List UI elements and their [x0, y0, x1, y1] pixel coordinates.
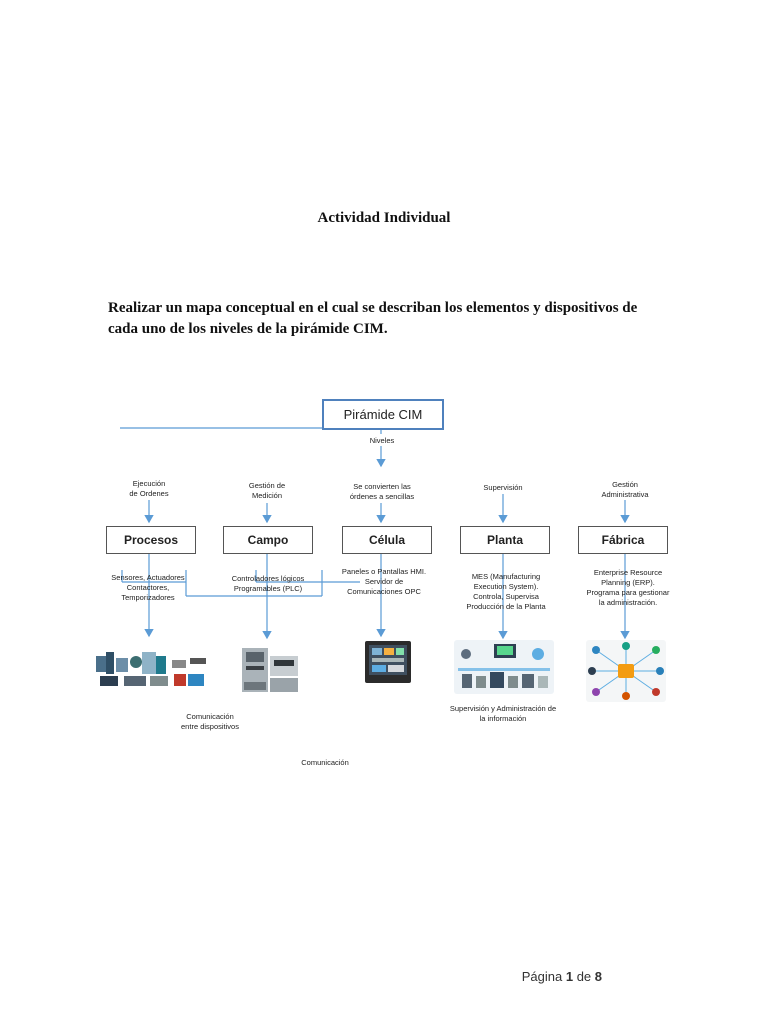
devices-campo: Controladores lógicos Programables (PLC)	[218, 574, 318, 594]
label-line: Supervisión	[483, 483, 523, 492]
label-line: entre dispositivos	[181, 722, 239, 731]
label-line: Paneles o Pantallas HMI.	[341, 567, 427, 576]
page-footer: Página 1 de 8	[522, 969, 602, 984]
label-line: Execution System).	[473, 582, 539, 591]
label-line: la administración.	[598, 598, 658, 607]
label-line: Administrativa	[601, 490, 649, 499]
label-line: Medición	[251, 491, 282, 500]
label-line: Supervisión y Administración de	[449, 704, 557, 713]
label-line: MES (Manufacturing	[471, 572, 541, 581]
label-line: Comunicaciones OPC	[347, 587, 421, 596]
level-box-campo: Campo	[223, 526, 313, 554]
level-box-procesos: Procesos	[106, 526, 196, 554]
label-line: Servidor de	[364, 577, 404, 586]
label-line: Controladores lógicos	[231, 574, 305, 583]
function-campo: Gestión de Medición	[222, 481, 312, 501]
erp-diagram-image	[586, 640, 666, 702]
label-line: Enterprise Resource	[593, 568, 663, 577]
label-line: Programa para gestionar	[586, 588, 670, 597]
label-line: Sensores, Actuadores	[111, 573, 185, 582]
page-number: 1	[565, 969, 574, 984]
label-line: Se convierten las	[353, 482, 411, 491]
instruction-text: Realizar un mapa conceptual en el cual s…	[108, 298, 668, 340]
label-line: Gestión de	[248, 481, 286, 490]
label-line: Controla, Supervisa	[473, 592, 539, 601]
instruction-line: cada uno de los niveles de la pirámide C…	[108, 321, 388, 337]
hmi-panel-image	[365, 641, 411, 683]
label-line: la información	[479, 714, 527, 723]
function-planta: Supervisión	[458, 483, 548, 493]
page-total: 8	[594, 969, 602, 984]
label-line: Comunicación	[186, 712, 234, 721]
function-fabrica: Gestión Administrativa	[580, 480, 670, 500]
devices-fabrica: Enterprise Resource Planning (ERP). Prog…	[578, 568, 678, 608]
footer-prefix: Página	[521, 969, 566, 984]
plc-image	[242, 648, 298, 692]
label-line: Producción de la Planta	[466, 602, 546, 611]
devices-planta: MES (Manufacturing Execution System). Co…	[456, 572, 556, 612]
mes-dashboard-image	[454, 640, 554, 694]
label-line: Planning (ERP).	[601, 578, 655, 587]
label-line: Contactores,	[126, 583, 170, 592]
sensors-actuators-image	[96, 652, 206, 686]
label-line: Programables (PLC)	[233, 584, 303, 593]
note-communication-devices: Comunicación entre dispositivos	[160, 712, 260, 732]
level-box-celula: Célula	[342, 526, 432, 554]
function-celula: Se convierten las órdenes a sencillas	[330, 482, 434, 502]
level-box-planta: Planta	[460, 526, 550, 554]
document-title: Actividad Individual	[317, 210, 451, 226]
label-line: Gestión	[612, 480, 638, 489]
devices-procesos: Sensores, Actuadores Contactores, Tempor…	[100, 573, 196, 603]
root-node: Pirámide CIM	[322, 399, 444, 430]
instruction-line: Realizar un mapa conceptual en el cual s…	[108, 300, 638, 316]
function-procesos: Ejecución de Ordenes	[104, 479, 194, 499]
devices-celula: Paneles o Pantallas HMI. Servidor de Com…	[332, 567, 436, 597]
label-line: Ejecución	[132, 479, 166, 488]
note-communication: Comunicación	[301, 758, 349, 767]
level-box-fabrica: Fábrica	[578, 526, 668, 554]
label-line: órdenes a sencillas	[349, 492, 415, 501]
label-line: de Ordenes	[129, 489, 169, 498]
root-link-label: Niveles	[369, 436, 395, 445]
footer-mid: de	[573, 969, 595, 984]
note-supervision: Supervisión y Administración de la infor…	[440, 704, 566, 724]
label-line: Temporizadores	[121, 593, 175, 602]
